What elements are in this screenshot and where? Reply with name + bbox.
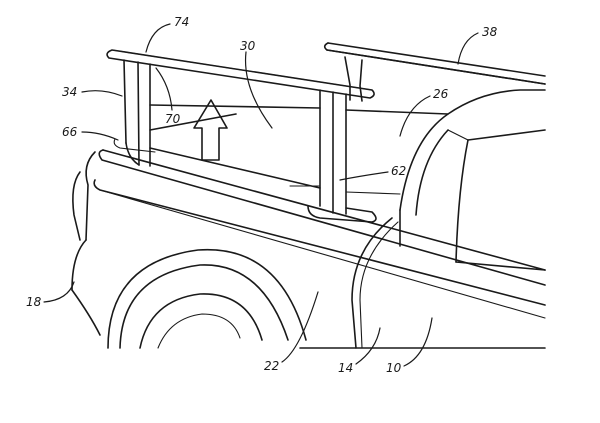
ref-22: 22: [264, 359, 279, 373]
truck-bed: [71, 104, 546, 349]
right-upright: [307, 89, 377, 223]
ref-34: 34: [62, 85, 77, 99]
ref-74: 74: [174, 15, 189, 29]
rear-crossbar: [323, 42, 546, 102]
ref-30: 30: [240, 39, 256, 53]
ref-18: 18: [26, 295, 42, 309]
reference-numerals: 74 38 30 34 70 26 66 62 18 22 14 10: [26, 15, 498, 375]
left-upright: [113, 59, 156, 167]
ref-14: 14: [338, 361, 353, 375]
wheel-arch: [107, 248, 307, 349]
cab: [399, 89, 546, 271]
ref-66: 66: [62, 125, 78, 139]
ref-62: 62: [391, 164, 406, 178]
front-crossbar: [106, 49, 375, 99]
cable: [351, 217, 399, 349]
up-arrow-icon: [193, 99, 228, 161]
leader-lines: [43, 23, 479, 367]
ref-10: 10: [386, 361, 402, 375]
ref-26: 26: [433, 87, 449, 101]
ref-70: 70: [165, 112, 181, 126]
ref-38: 38: [482, 25, 498, 39]
